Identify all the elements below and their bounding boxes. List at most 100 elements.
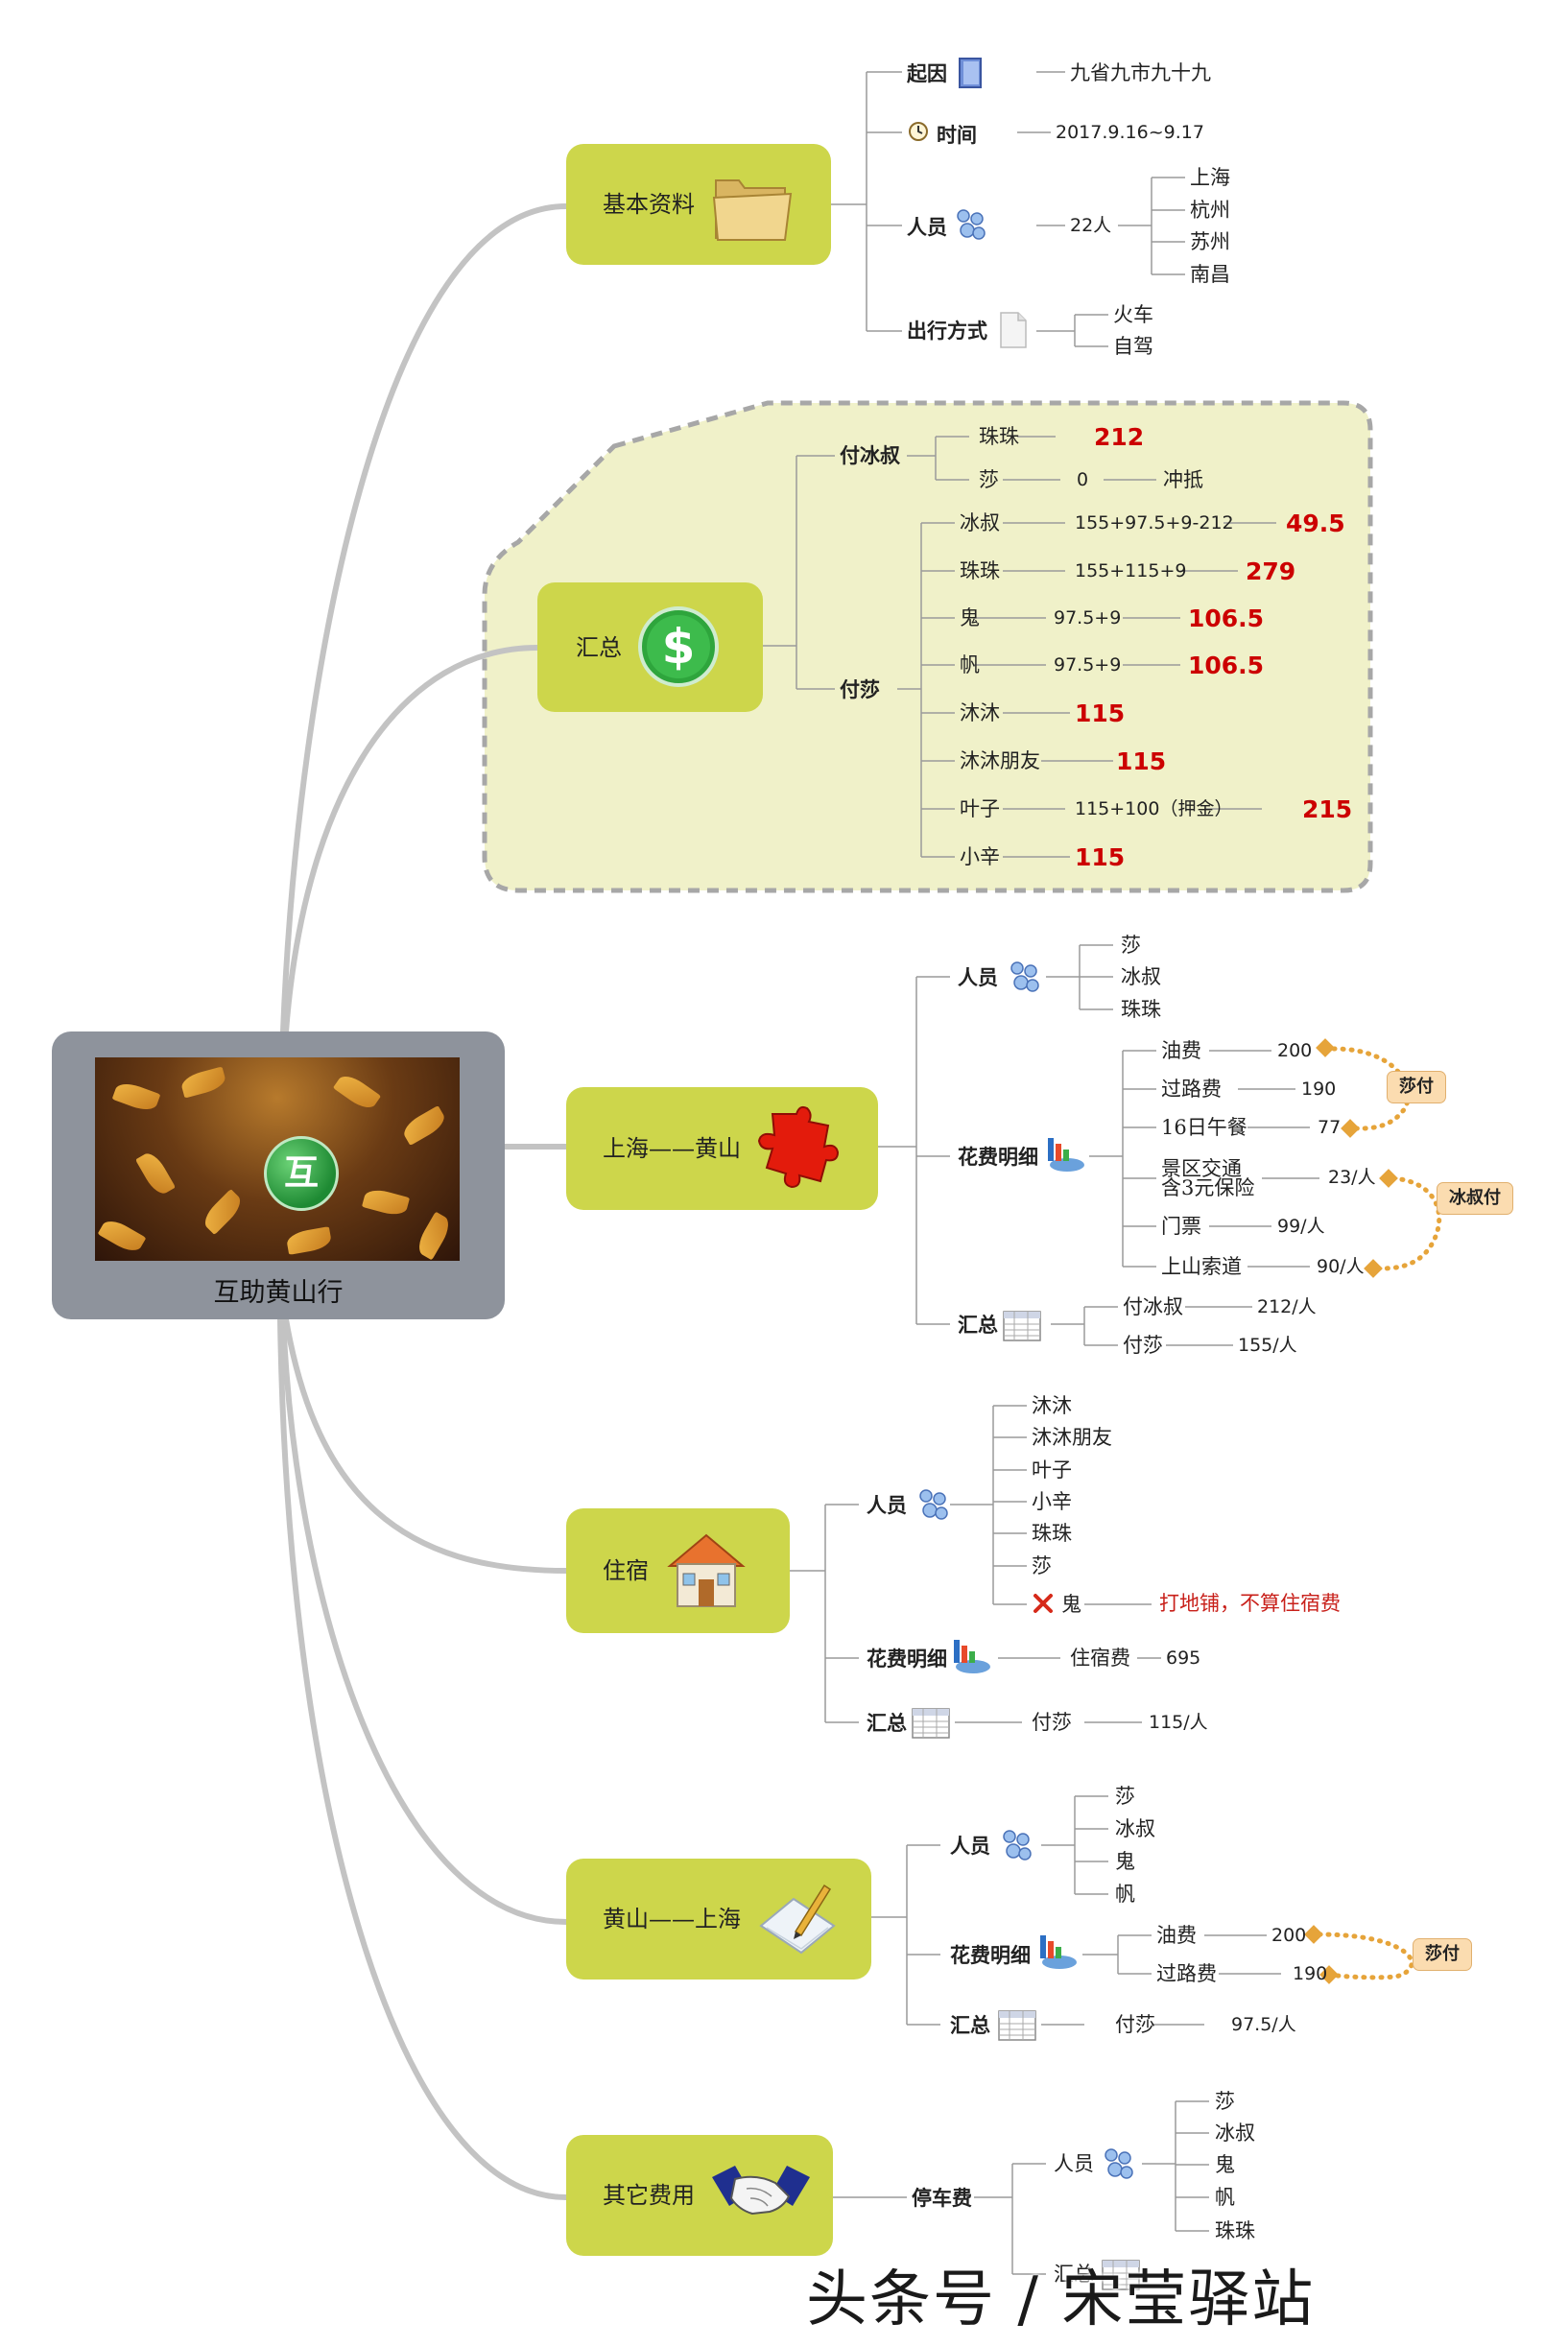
pay-uncle-label: 付冰叔 <box>840 443 900 467</box>
b4-person-5: 珠珠 <box>1032 1522 1072 1545</box>
b5-cost-2-name: 过路费 <box>1156 1962 1217 1985</box>
b5-chart-icon <box>1040 1935 1077 1969</box>
b4-sum-value: 115/人 <box>1149 1712 1208 1733</box>
topic-summary-label: 汇总 <box>576 634 622 661</box>
b6-people-icon <box>1105 2148 1133 2179</box>
topic-basic-info-label: 基本资料 <box>603 191 695 218</box>
summary-row-2-name: 珠珠 <box>960 559 1000 582</box>
zhuzhu-label: 珠珠 <box>979 425 1019 448</box>
city-2: 杭州 <box>1190 199 1230 222</box>
people-value: 22人 <box>1070 215 1112 236</box>
summary-row-5-name: 沐沐 <box>960 701 1000 724</box>
summary-row-1-formula: 155+97.5+9-212 <box>1075 512 1234 533</box>
b3-people-label: 人员 <box>958 965 998 989</box>
tag-uncle-pays-b3: 冰叔付 <box>1437 1182 1513 1215</box>
summary-row-6-name: 沐沐朋友 <box>960 749 1040 772</box>
topic-basic-info[interactable]: 基本资料 <box>566 144 831 265</box>
b3-cost-4-line2: 含3元保险 <box>1161 1176 1255 1199</box>
summary-row-3-formula: 97.5+9 <box>1054 607 1122 628</box>
root-photo: 互 <box>95 1057 460 1261</box>
summary-row-1-total: 49.5 <box>1286 510 1345 537</box>
b3-cost-2-name: 过路费 <box>1161 1078 1222 1101</box>
people-label: 人员 <box>907 215 947 239</box>
cause-value: 九省九市九十九 <box>1070 61 1211 84</box>
pay-sha-label: 付莎 <box>840 677 880 701</box>
travel-label: 出行方式 <box>907 319 987 343</box>
summary-dashed-panel <box>482 400 1373 893</box>
book-icon <box>959 58 982 88</box>
zhuzhu-value: 212 <box>1094 423 1145 451</box>
b5-table-icon <box>998 2010 1036 2041</box>
b5-people-label: 人员 <box>950 1834 990 1858</box>
b4-person-4: 小辛 <box>1032 1490 1072 1513</box>
sha-label: 莎 <box>979 468 999 491</box>
topic-other-expenses[interactable]: 其它费用 <box>566 2135 833 2256</box>
b5-sum-value: 97.5/人 <box>1231 2014 1296 2035</box>
b3-cost-5-name: 门票 <box>1161 1215 1201 1238</box>
b4-person-2: 沐沐朋友 <box>1032 1426 1112 1449</box>
summary-row-2-formula: 155+115+9 <box>1075 560 1187 581</box>
topic-shanghai-huangshan[interactable]: 上海——黄山 <box>566 1087 878 1210</box>
tag-sha-pays-b5: 莎付 <box>1413 1938 1472 1971</box>
summary-row-8-total: 115 <box>1075 843 1126 871</box>
document-icon <box>1000 312 1027 348</box>
house-icon <box>667 1533 746 1607</box>
clock-icon <box>909 122 928 141</box>
b4-chart-icon <box>954 1640 990 1673</box>
travel-drive: 自驾 <box>1113 335 1153 358</box>
time-label: 时间 <box>937 123 977 147</box>
travel-train: 火车 <box>1113 303 1153 326</box>
b6-person-3: 鬼 <box>1215 2153 1235 2176</box>
b5-sum-name: 付莎 <box>1115 2013 1155 2036</box>
b5-cost-label: 花费明细 <box>950 1943 1031 1967</box>
b3-cost-1-name: 油费 <box>1161 1039 1201 1062</box>
b3-cost-5-value: 99/人 <box>1277 1216 1325 1237</box>
summary-row-3-total: 106.5 <box>1188 605 1265 632</box>
b6-person-4: 帆 <box>1215 2186 1235 2209</box>
time-value: 2017.9.16~9.17 <box>1056 122 1204 143</box>
b6-sum-label: 汇总 <box>1054 2263 1094 2286</box>
sha-value: 0 <box>1077 469 1089 490</box>
topic-huangshan-shanghai[interactable]: 黄山——上海 <box>566 1859 871 1980</box>
b3-person-3: 珠珠 <box>1121 998 1161 1021</box>
b3-cost-label: 花费明细 <box>958 1145 1038 1169</box>
root-topic[interactable]: 互 互助黄山行 <box>52 1031 505 1319</box>
b3-person-2: 冰叔 <box>1121 965 1161 988</box>
b3-sum-1-name: 付冰叔 <box>1123 1295 1183 1318</box>
summary-row-1-name: 冰叔 <box>960 511 1000 534</box>
puzzle-icon <box>757 1105 840 1189</box>
b5-person-4: 帆 <box>1115 1883 1135 1906</box>
topic-shanghai-huangshan-label: 上海——黄山 <box>603 1135 741 1162</box>
city-3: 苏州 <box>1190 230 1230 253</box>
topic-summary[interactable]: 汇总 $ <box>537 582 763 712</box>
b4-cost-label: 花费明细 <box>867 1647 947 1671</box>
b3-people-icon <box>1010 961 1039 992</box>
mutual-aid-badge-icon: 互 <box>264 1136 339 1211</box>
dollar-icon: $ <box>638 606 719 687</box>
b4-cost-value: 695 <box>1166 1648 1201 1669</box>
notepad-pencil-icon <box>759 1884 836 1955</box>
cause-label: 起因 <box>907 61 947 85</box>
summary-row-7-name: 叶子 <box>960 797 1000 820</box>
summary-row-4-name: 帆 <box>960 653 980 676</box>
folder-icon <box>712 179 793 241</box>
b3-cost-3-value: 77 <box>1318 1117 1342 1138</box>
summary-row-4-total: 106.5 <box>1188 652 1265 679</box>
b3-cost-4-value: 23/人 <box>1328 1167 1376 1188</box>
summary-row-5-total: 115 <box>1075 699 1126 727</box>
b6-person-2: 冰叔 <box>1215 2122 1255 2145</box>
summary-row-4-formula: 97.5+9 <box>1054 654 1122 676</box>
b3-cost-1-value: 200 <box>1277 1040 1313 1061</box>
b5-people-icon <box>1003 1830 1032 1861</box>
summary-row-7-formula: 115+100（押金） <box>1075 798 1233 819</box>
b5-cost-2-value: 190 <box>1293 1963 1328 1984</box>
b3-cost-4-line1: 景区交通 <box>1161 1157 1242 1180</box>
topic-lodging[interactable]: 住宿 <box>566 1508 790 1633</box>
b6-table-icon <box>1102 2260 1140 2290</box>
handshake-icon <box>712 2166 810 2216</box>
watermark: 头条号 / 宋莹驿站 <box>806 2264 1316 2335</box>
b6-person-1: 莎 <box>1215 2090 1235 2113</box>
b5-cost-1-value: 200 <box>1271 1925 1307 1946</box>
b4-sum-label: 汇总 <box>867 1711 907 1735</box>
b4-person-1: 沐沐 <box>1032 1394 1072 1417</box>
